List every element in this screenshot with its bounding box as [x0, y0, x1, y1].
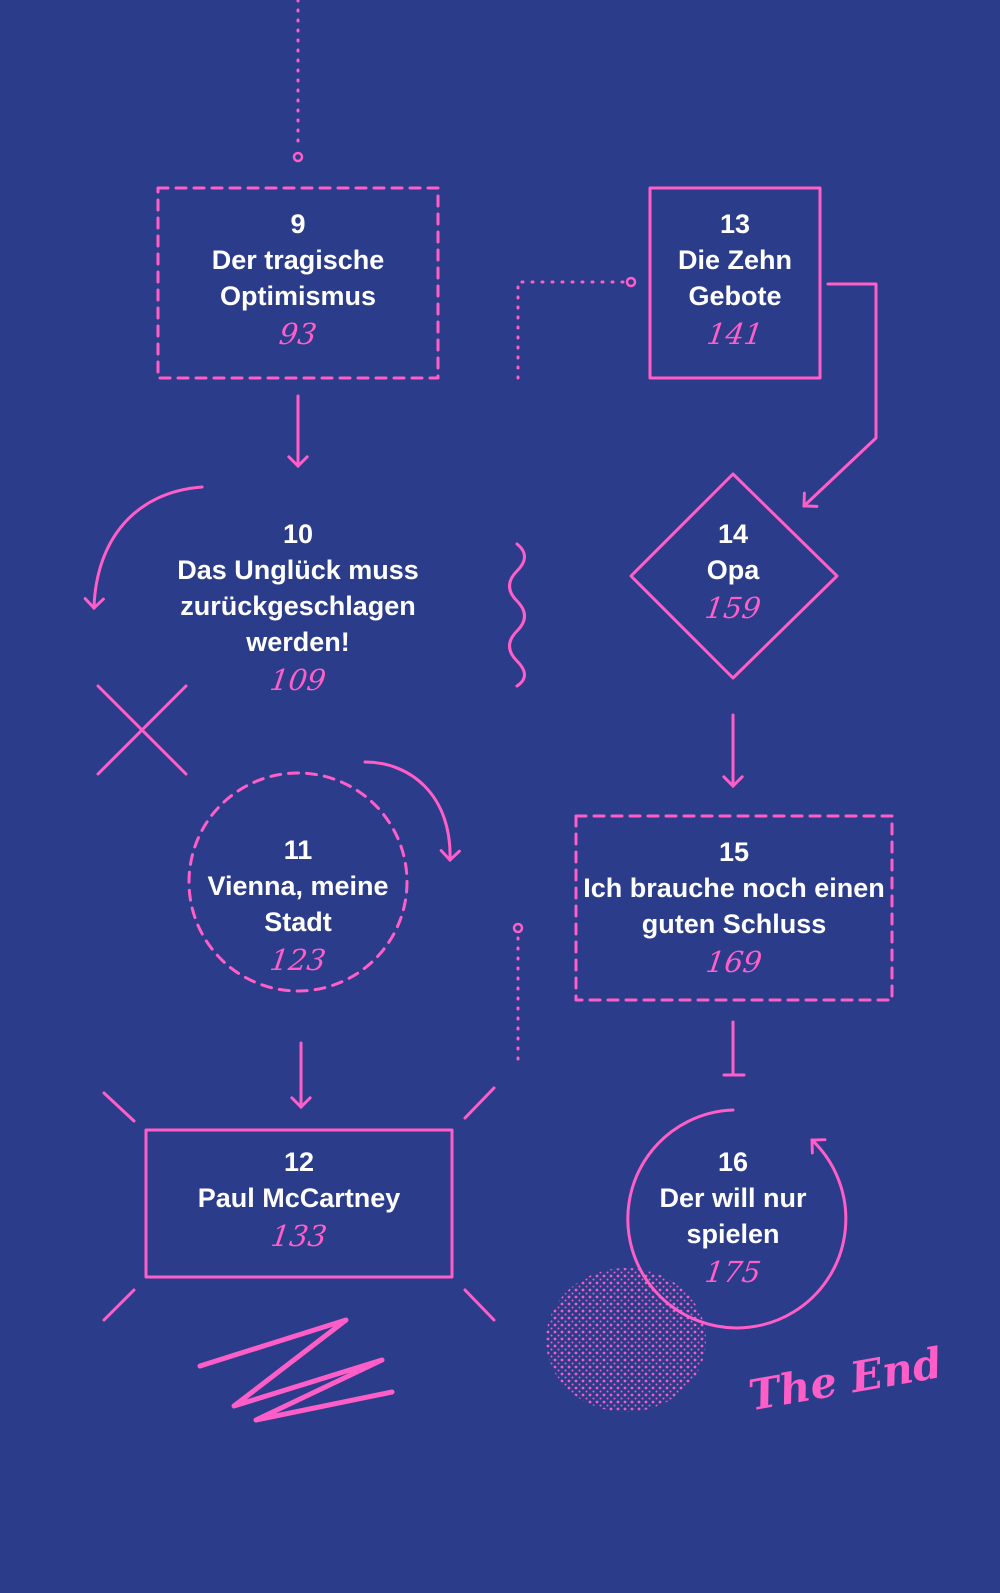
scribble-decoration — [200, 1320, 392, 1420]
chapter-number: 14 — [653, 516, 813, 552]
chapter-page: 175 — [637, 1252, 829, 1292]
squiggle-decoration — [510, 544, 525, 686]
chapter-15: 15 Ich brauche noch einen guten Schluss … — [576, 834, 892, 982]
chapter-page: 109 — [145, 660, 451, 700]
chapter-title: Paul McCartney — [146, 1180, 452, 1216]
chapter-9: 9 Der tragische Optimismus 93 — [158, 206, 438, 354]
chapter-number: 10 — [148, 516, 448, 552]
chapter-page: 93 — [155, 314, 441, 354]
chapter-13: 13 Die Zehn Gebote 141 — [650, 206, 820, 354]
chapter-11: 11 Vienna, meine Stadt 123 — [200, 832, 396, 980]
chapter-title: Opa — [653, 552, 813, 588]
chapter-page: 141 — [647, 314, 823, 354]
chapter-title: Das Unglück muss zurückgeschlagen werden… — [148, 552, 448, 660]
chapter-number: 13 — [650, 206, 820, 242]
connector-end-dot — [627, 278, 635, 286]
chapter-12: 12 Paul McCartney 133 — [146, 1144, 452, 1256]
chapter-number: 11 — [200, 832, 396, 868]
chapter-number: 16 — [640, 1144, 826, 1180]
chapter-14: 14 Opa 159 — [653, 516, 813, 628]
dotted-connector-9-13 — [518, 282, 624, 378]
chapter-10: 10 Das Unglück muss zurückgeschlagen wer… — [148, 516, 448, 700]
stop-bar-15-to-16 — [724, 1022, 744, 1075]
chapter-number: 9 — [158, 206, 438, 242]
chapter-title: Ich brauche noch einen guten Schluss — [576, 870, 892, 942]
chapter-title: Der will nur spielen — [640, 1180, 826, 1252]
chapter-page: 169 — [573, 942, 895, 982]
chapter-number: 12 — [146, 1144, 452, 1180]
chapter-title: Die Zehn Gebote — [650, 242, 820, 314]
connector-end-dot — [294, 153, 302, 161]
chapter-number: 15 — [576, 834, 892, 870]
chapter-title: Vienna, meine Stadt — [200, 868, 396, 940]
chapter-page: 123 — [197, 940, 399, 980]
chapter-16: 16 Der will nur spielen 175 — [640, 1144, 826, 1292]
connector-end-dot — [514, 924, 522, 932]
chapter-title: Der tragische Optimismus — [158, 242, 438, 314]
chapter-page: 159 — [650, 588, 816, 628]
chapter-page: 133 — [143, 1216, 455, 1256]
